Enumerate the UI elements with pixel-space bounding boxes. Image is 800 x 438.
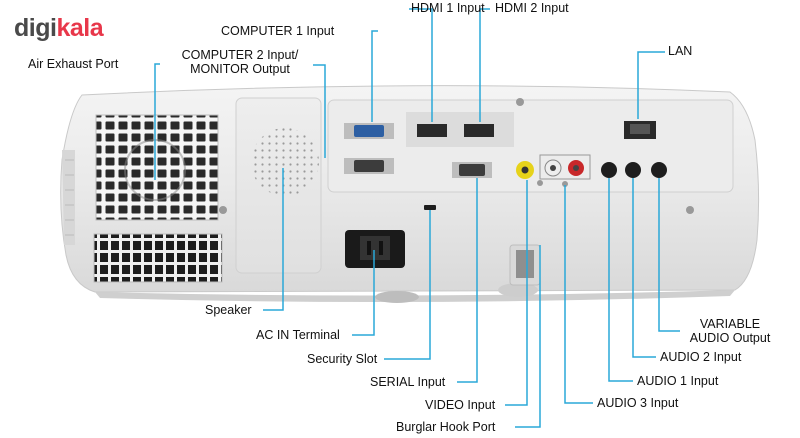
computer2-port bbox=[344, 158, 394, 174]
audio1-input-label: AUDIO 1 Input bbox=[637, 374, 719, 388]
hdmi1-input-label: HDMI 1 Input bbox=[411, 1, 485, 15]
serial-input-label: SERIAL Input bbox=[370, 375, 446, 389]
security-slot-label: Security Slot bbox=[307, 352, 378, 366]
burglar-hook bbox=[509, 244, 541, 286]
variable-audio-port bbox=[651, 162, 667, 178]
variable-audio-output-label: VARIABLE AUDIO Output bbox=[689, 317, 771, 345]
video-port bbox=[516, 161, 534, 179]
audio3-ports bbox=[537, 154, 591, 187]
speaker-panel bbox=[235, 97, 322, 274]
audio1-port bbox=[601, 162, 617, 178]
serial-port bbox=[452, 162, 492, 178]
lan-label: LAN bbox=[668, 44, 693, 58]
hdmi2-port bbox=[464, 124, 494, 137]
computer1-input-label: COMPUTER 1 Input bbox=[221, 24, 335, 38]
leader-lines bbox=[154, 8, 680, 428]
ac-inlet bbox=[345, 230, 405, 268]
terminal-panel bbox=[327, 99, 734, 193]
computer1-port bbox=[344, 123, 394, 139]
digikala-logo: digikala bbox=[14, 14, 104, 42]
hdmi1-port bbox=[417, 124, 447, 137]
computer2-input-label: COMPUTER 2 Input/ MONITOR Output bbox=[181, 48, 299, 76]
security-slot-hole bbox=[424, 205, 436, 210]
speaker-label: Speaker bbox=[205, 303, 252, 317]
air-exhaust-vent bbox=[93, 114, 227, 283]
audio2-port bbox=[625, 162, 641, 178]
ac-in-terminal-label: AC IN Terminal bbox=[256, 328, 340, 342]
burglar-hook-port-label: Burglar Hook Port bbox=[396, 420, 496, 434]
hdmi2-input-label: HDMI 2 Input bbox=[495, 1, 569, 15]
audio3-input-label: AUDIO 3 Input bbox=[597, 396, 679, 410]
video-input-label: VIDEO Input bbox=[425, 398, 496, 412]
side-grille bbox=[62, 150, 75, 245]
lan-port bbox=[624, 121, 656, 139]
air-exhaust-port-label: Air Exhaust Port bbox=[28, 57, 119, 71]
audio2-input-label: AUDIO 2 Input bbox=[660, 350, 742, 364]
